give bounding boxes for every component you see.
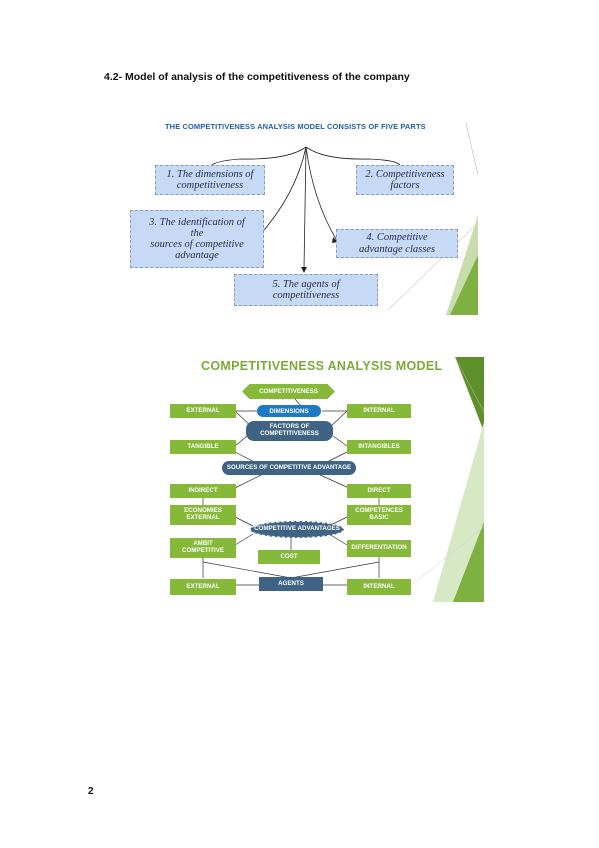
conn-intan-fac [332, 435, 348, 447]
intangibles-box: INTANGIBLES [347, 440, 411, 454]
decor-line-c [454, 356, 484, 413]
part-5-line-2: competitiveness [272, 290, 340, 301]
part-1-line-1: 1. The dimensions of [166, 168, 254, 180]
conn-amb-adv [234, 533, 254, 546]
conn-tan-fac [234, 435, 248, 447]
page-number: 2 [88, 786, 94, 797]
advantages-box: COMPETITIVE ADVANTAGES [250, 521, 344, 538]
indirect-box: INDIRECT [170, 484, 236, 498]
slide1-title: THE COMPETITIVENESS ANALYSIS MODEL CONSI… [165, 122, 426, 131]
brace-to-part4 [305, 146, 337, 240]
tangible-box: TANGIBLE [170, 440, 236, 454]
direct-box: DIRECT [347, 484, 411, 498]
decor-dark-triangle [455, 357, 484, 432]
agents-box: AGENTS [259, 577, 323, 591]
conn-comp-dim [294, 398, 302, 407]
conn-src-dir [317, 473, 350, 489]
economies-box: ECONOMIES EXTERNAL [170, 505, 236, 525]
decor-line-d [412, 526, 484, 585]
part-3-line-4: advantage [175, 250, 219, 262]
external-box-1: EXTERNAL [170, 404, 236, 418]
conn-diff-adv [328, 533, 348, 546]
conn-diff-agents [290, 561, 380, 579]
part-1-line-2: competitiveness [176, 180, 244, 191]
slide2-connectors [202, 356, 484, 602]
part-2-line-2: factors [390, 180, 420, 191]
factors-box: FACTORS OF COMPETITIVENESS [246, 421, 333, 441]
competitiveness-box: COMPETITIVENESS [242, 384, 335, 399]
internal-box-1: INTERNAL [347, 404, 411, 418]
external-box-2: EXTERNAL [170, 579, 236, 595]
decor-line-a [465, 122, 478, 176]
cost-box: COST [258, 550, 320, 564]
slide2-title: COMPETITIVENESS ANALYSIS MODEL [201, 359, 443, 373]
arrow-head-part5 [301, 267, 307, 273]
decor-triangle-green [450, 255, 478, 315]
conn-eco-adv [234, 516, 254, 527]
decor-green-triangle [453, 522, 484, 602]
sources-box: SOURCES OF COMPETITIVE ADVANTAGE [222, 461, 356, 475]
part-3-line-2: the [190, 227, 204, 239]
part-4-line-1: 4. Competitive [366, 232, 428, 244]
part-4-line-2: advantage classes [358, 243, 436, 255]
conn-amb-agents [202, 561, 292, 579]
section-heading: 4.2- Model of analysis of the competitiv… [104, 71, 410, 83]
slide-analysis-model [163, 352, 484, 604]
dimensions-box: DIMENSIONS [257, 405, 321, 417]
slide1-decoration [209, 122, 478, 315]
brace-to-part2 [305, 146, 401, 166]
part-2-line-1: 2. Competitiveness [365, 168, 445, 180]
part-3-line-3: sources of competitive [150, 239, 244, 250]
decor-line-b [387, 222, 478, 311]
competences-box: COMPETENCES BASIC [347, 505, 411, 525]
brace-to-part1 [209, 146, 307, 168]
ambit-box: AMBIT COMPETITIVE [170, 538, 236, 558]
part-5-line-1: 5. The agents of [272, 278, 340, 290]
brace-to-part3 [257, 146, 307, 238]
internal-box-2: INTERNAL [347, 579, 411, 595]
conn-src-ind [234, 473, 264, 489]
differentiation-box: DIFFERENTIATION [347, 540, 411, 557]
part-3-line-1: 3. The identification of [149, 216, 245, 228]
brace-to-part5 [303, 146, 307, 270]
